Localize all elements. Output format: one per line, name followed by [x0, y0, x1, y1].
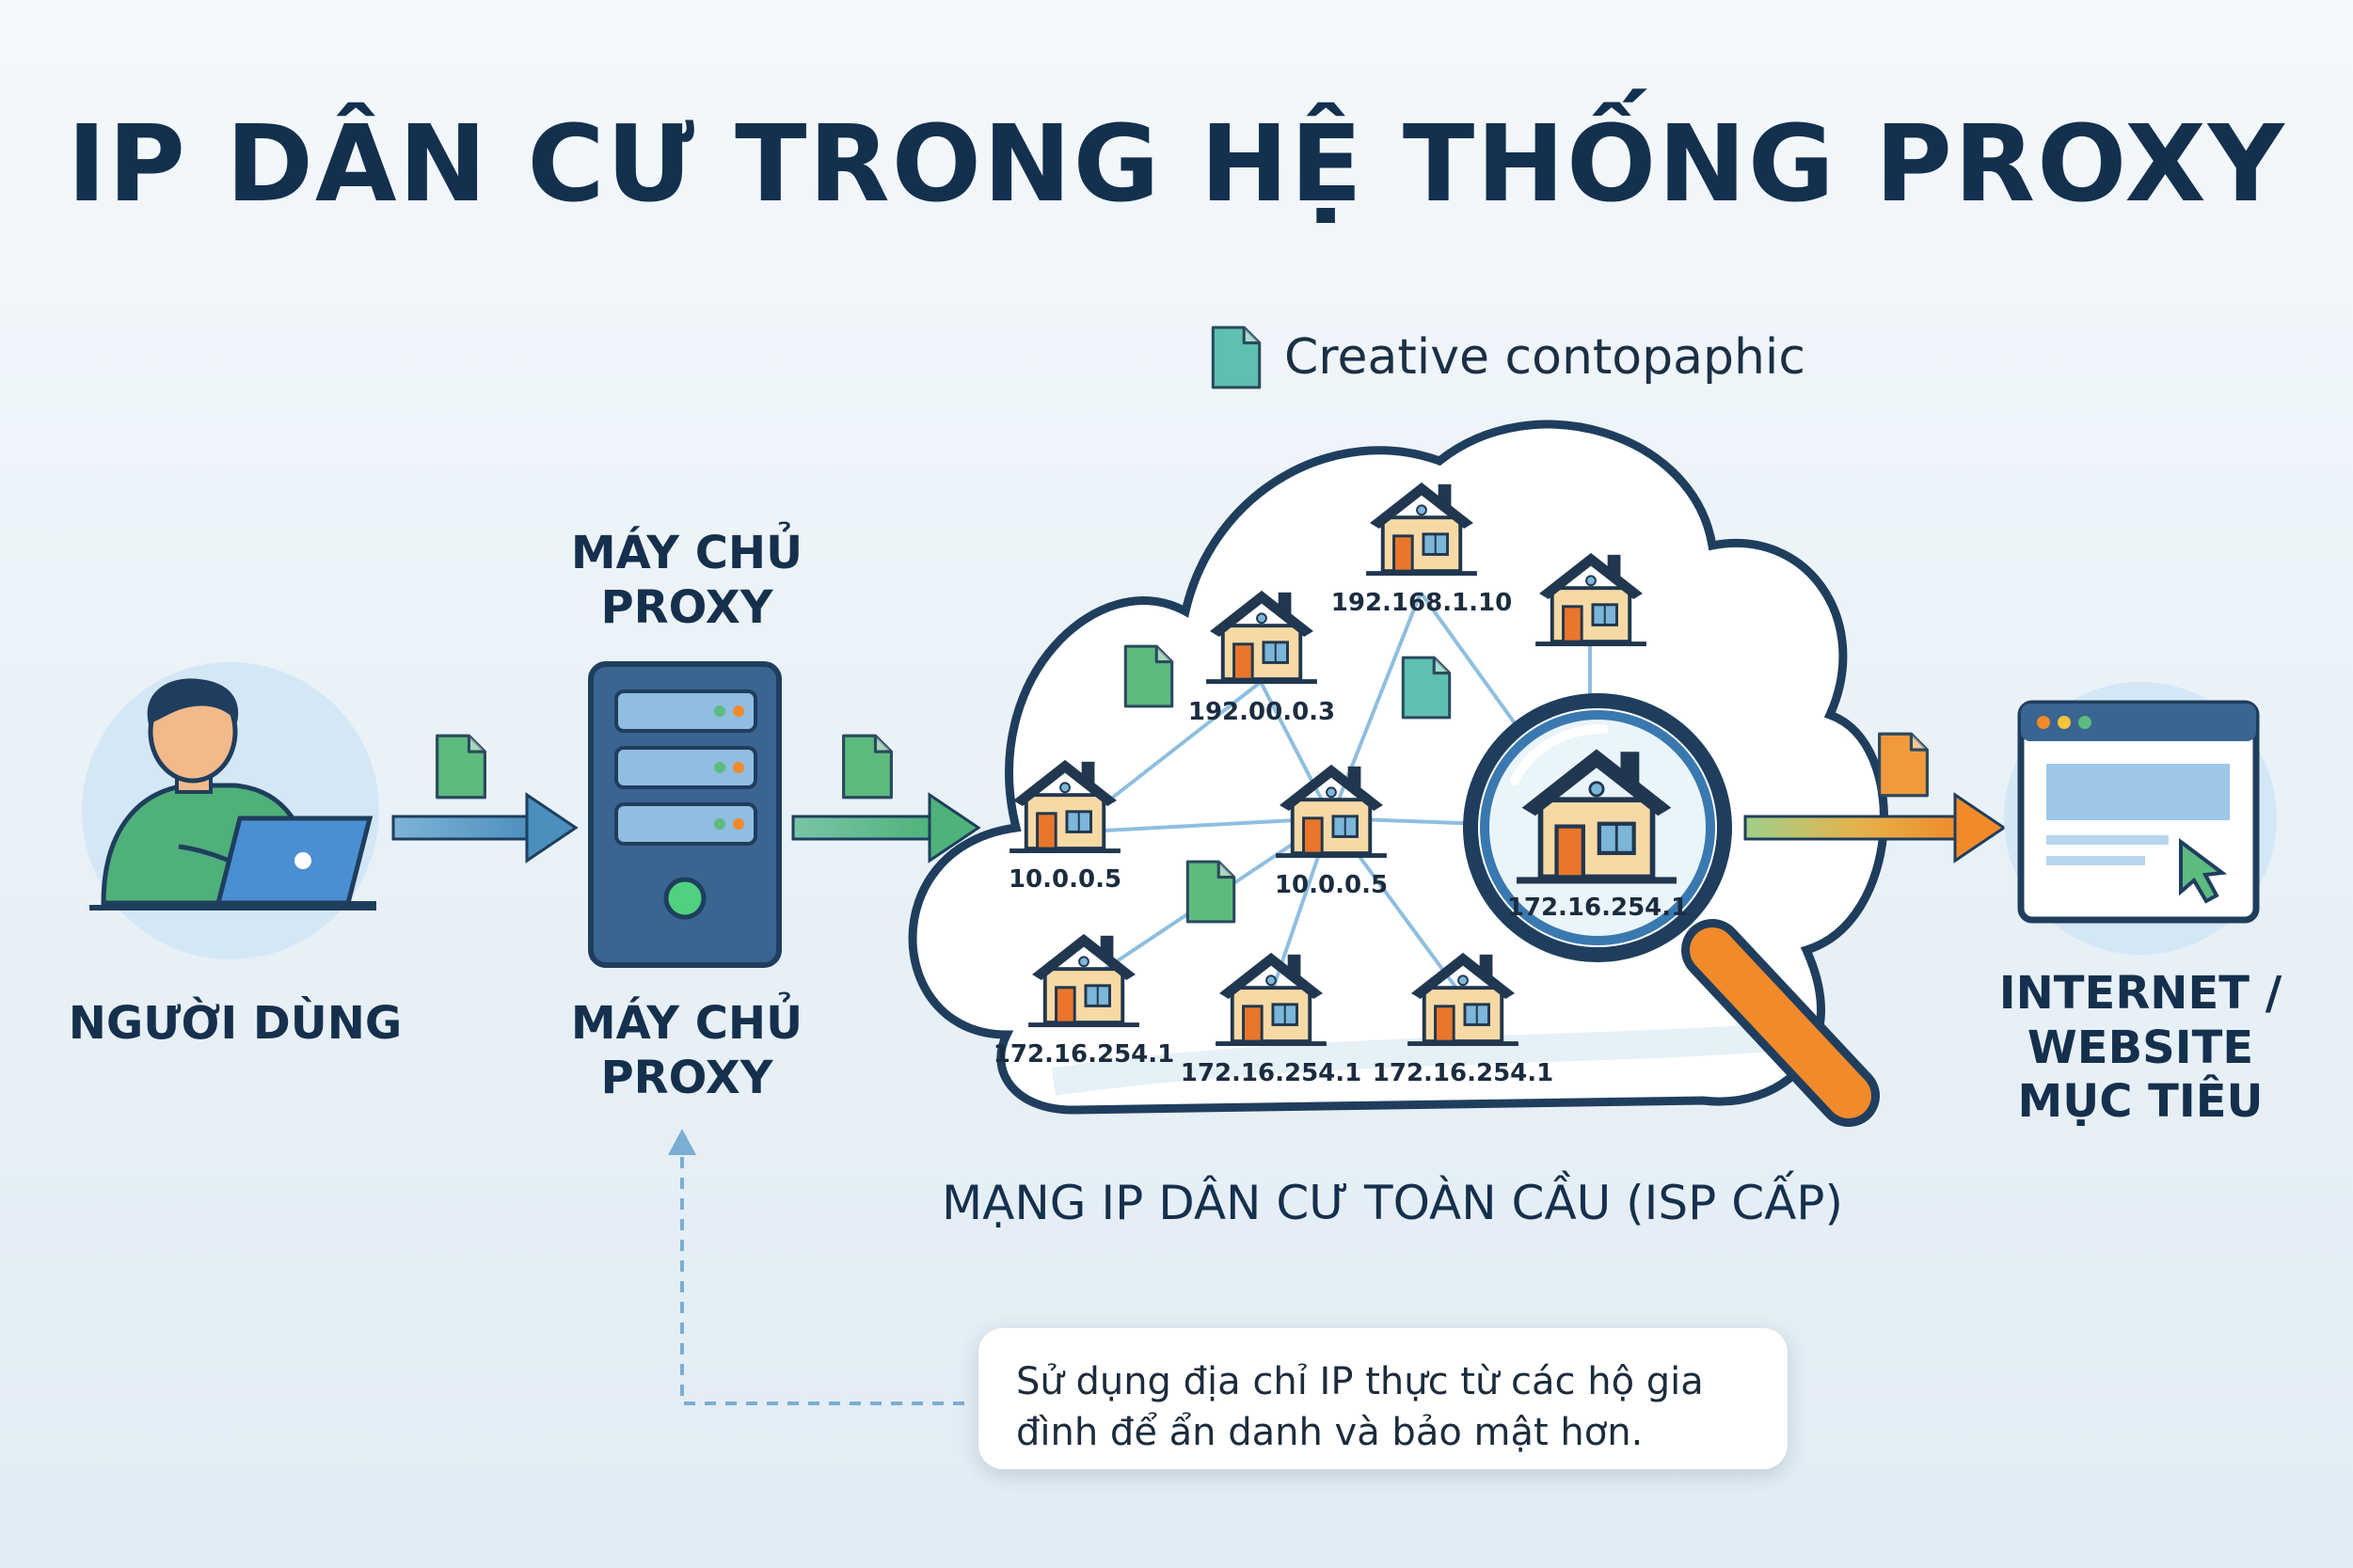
- proxy-top-label-line2: PROXY: [600, 580, 773, 634]
- proxy-top-label-line1: MÁY CHỦ: [570, 527, 803, 579]
- target-label-line3: MỤC TIÊU: [2017, 1075, 2264, 1129]
- ip-label: 172.16.254.1: [1506, 894, 1689, 922]
- target-label-line1: INTERNET /: [1998, 967, 2282, 1020]
- ip-label: 192.168.1.10: [1330, 589, 1513, 617]
- ip-label: 172.16.254.1: [1372, 1059, 1554, 1087]
- proxy-server-icon: [588, 661, 782, 968]
- proxy-bottom-label: MÁY CHỦ PROXY: [527, 997, 847, 1105]
- legend: Creative contopaphic: [1209, 320, 1805, 395]
- document-icon: [1401, 656, 1452, 720]
- website-window-icon: [2004, 682, 2277, 955]
- document-icon: [1211, 325, 1262, 389]
- note-line2: đình để ẩn danh và bảo mật hơn.: [1016, 1411, 1644, 1454]
- legend-label: Creative contopaphic: [1284, 329, 1805, 386]
- target-label: INTERNET / WEBSITE MỤC TIÊU: [1957, 967, 2324, 1130]
- network-caption: MẠNG IP DÂN CƯ TOÀN CẦU (ISP CẤP): [942, 1176, 1843, 1230]
- document-icon: [1878, 732, 1929, 798]
- ip-label: 10.0.0.5: [1274, 871, 1389, 899]
- ip-label: 172.16.254.1: [993, 1040, 1175, 1069]
- target-label-line2: WEBSITE: [2027, 1021, 2254, 1074]
- document-icon: [842, 734, 893, 800]
- arrow-proxy-to-network: [791, 792, 981, 863]
- cursor-icon: [2179, 838, 2228, 904]
- proxy-bottom-label-line1: MÁY CHỦ: [570, 997, 803, 1050]
- proxy-bottom-label-line2: PROXY: [600, 1051, 773, 1104]
- dashed-return-arrow: [668, 1129, 964, 1405]
- arrow-network-to-target: [1743, 792, 2007, 863]
- arrow-user-to-proxy: [391, 792, 579, 863]
- document-icon: [436, 734, 486, 800]
- ip-label: 10.0.0.5: [1008, 865, 1122, 894]
- info-note: Sử dụng địa chỉ IP thực từ các hộ gia đì…: [978, 1328, 1788, 1469]
- ip-label: 192.00.0.3: [1187, 698, 1336, 726]
- note-line1: Sử dụng địa chỉ IP thực từ các hộ gia: [1016, 1360, 1704, 1403]
- page-title: IP DÂN CƯ TRONG HỆ THỐNG PROXY: [67, 103, 2286, 226]
- ip-label: 172.16.254.1: [1180, 1059, 1362, 1087]
- user-node: [82, 662, 379, 959]
- user-label: NGƯỜI DÙNG: [68, 997, 403, 1050]
- proxy-top-label: MÁY CHỦ PROXY: [527, 527, 847, 635]
